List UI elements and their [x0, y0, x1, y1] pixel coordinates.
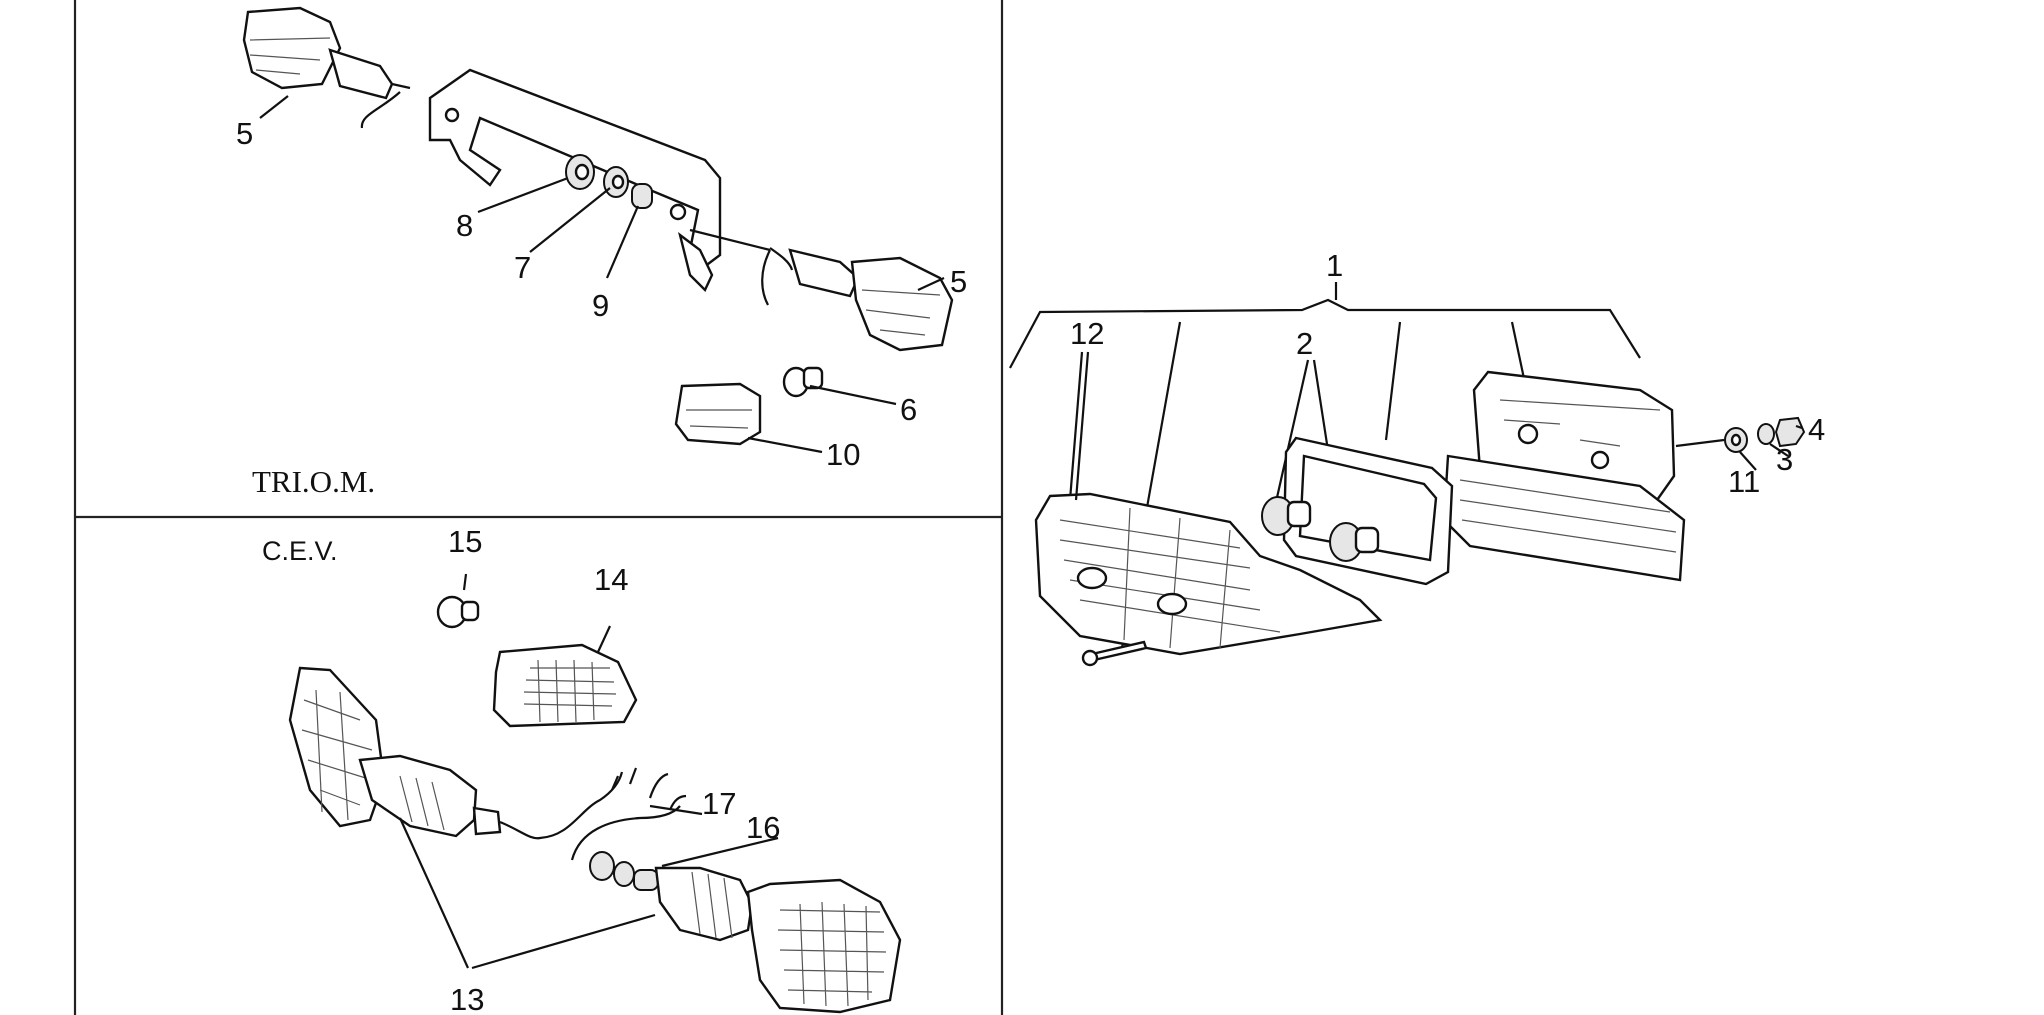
- section-label-cev: C.E.V.: [262, 536, 338, 566]
- callout-6: 6: [900, 392, 917, 427]
- callout-4: 4: [1808, 412, 1825, 447]
- assembly-bracket-1: [1009, 282, 1641, 369]
- bulb-small: [782, 366, 824, 398]
- section-label-triom: TRI.O.M.: [252, 464, 375, 499]
- turn-indicator-left: [242, 6, 411, 129]
- lens-cev: [492, 625, 638, 728]
- nut-and-washers: [565, 154, 653, 209]
- bulb-cev: [436, 573, 480, 629]
- callout-17: 17: [702, 786, 736, 821]
- triom-leader-lines: [259, 95, 945, 454]
- callout-3: 3: [1776, 442, 1793, 477]
- callout-5a: 5: [236, 116, 253, 151]
- callout-5b: 5: [950, 264, 967, 299]
- callout-8: 8: [456, 208, 473, 243]
- indicator-lens: [674, 382, 762, 446]
- tail-lens: [1034, 492, 1383, 656]
- cev-panel: C.E.V.: [262, 524, 902, 1015]
- callout-16: 16: [746, 810, 780, 845]
- triom-panel: 5 8 7 9 5 6 10 TRI.O.M.: [236, 6, 967, 499]
- lens-gasket: [1282, 436, 1454, 586]
- callout-13: 13: [450, 982, 484, 1015]
- housing-fasteners: [1675, 416, 1806, 453]
- turn-indicator-right: [689, 228, 954, 352]
- callout-12: 12: [1070, 316, 1104, 351]
- tail-callout-leaders: [1074, 351, 1803, 501]
- callout-9: 9: [592, 288, 609, 323]
- callout-2: 2: [1296, 326, 1313, 361]
- callout-10: 10: [826, 437, 860, 472]
- lens-screw: [1081, 640, 1148, 667]
- callout-1: 1: [1326, 248, 1343, 283]
- callout-11: 11: [1728, 464, 1760, 499]
- tail-bulbs: [1261, 496, 1380, 562]
- callout-15: 15: [448, 524, 482, 559]
- callout-14: 14: [594, 562, 628, 597]
- turn-indicator-cev-left: [288, 666, 638, 840]
- panel-dividers: [73, 0, 1004, 1015]
- turn-indicator-cev-right: [570, 772, 902, 1014]
- callout-7: 7: [514, 250, 531, 285]
- tail-light-panel: 1 12 2 4 3 11: [1009, 248, 1825, 667]
- cev-leader-lines: [398, 804, 779, 970]
